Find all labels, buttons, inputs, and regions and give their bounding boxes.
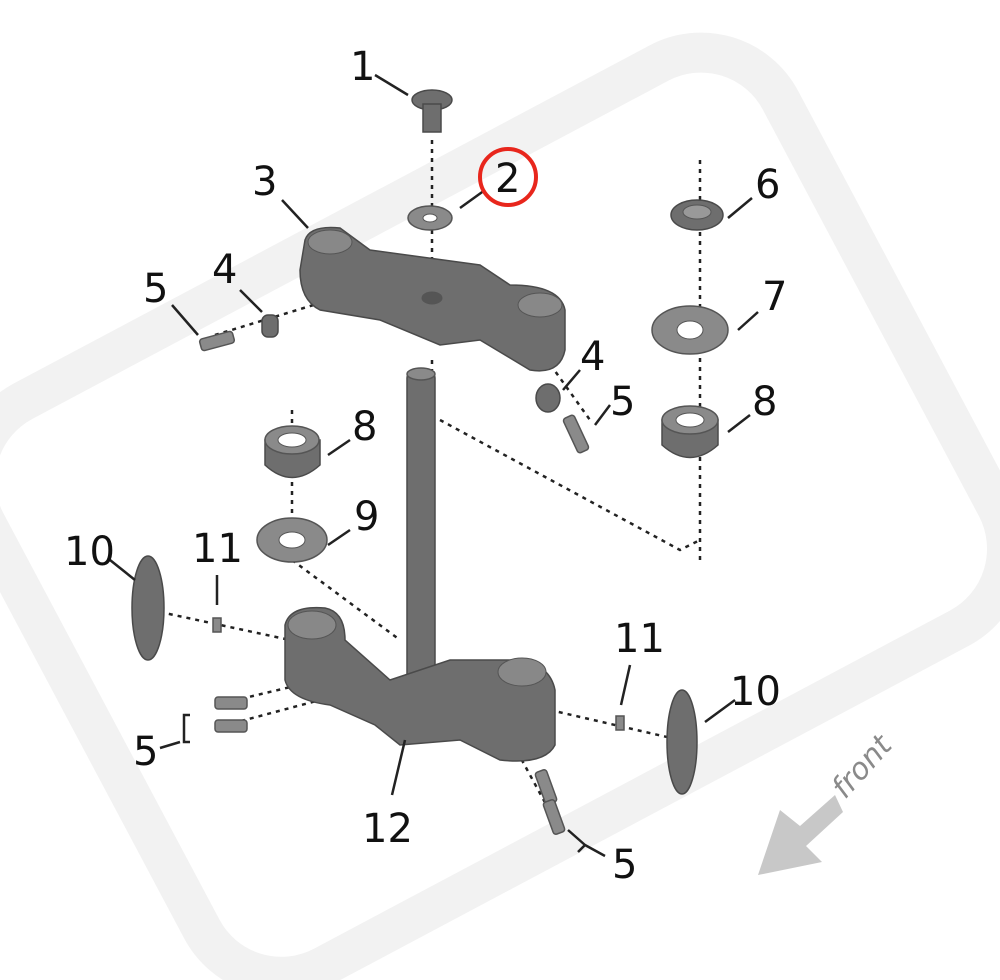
label-part-5-right[interactable]: 5 — [610, 379, 635, 425]
label-part-9[interactable]: 9 — [354, 494, 379, 540]
assembly-guide-lines — [159, 140, 702, 831]
part-3-upper-triple-clamp[interactable] — [299, 226, 566, 372]
label-part-3[interactable]: 3 — [252, 159, 277, 205]
label-part-6[interactable]: 6 — [755, 162, 780, 208]
part-11-washer-right[interactable] — [615, 715, 625, 731]
label-part-5-left[interactable]: 5 — [143, 266, 168, 312]
label-part-8-right[interactable]: 8 — [752, 379, 777, 425]
part-9-seal[interactable] — [256, 517, 328, 563]
part-5-bolts-lower-left[interactable] — [214, 696, 248, 733]
label-part-7[interactable]: 7 — [762, 274, 787, 320]
label-part-12[interactable]: 12 — [362, 806, 413, 852]
front-label: front — [825, 727, 900, 805]
part-5-bolt-right[interactable] — [562, 414, 590, 454]
label-part-2[interactable]: 2 — [495, 156, 520, 202]
label-part-11-left[interactable]: 11 — [192, 526, 243, 572]
front-direction-indicator: front — [758, 727, 900, 875]
callout-labels: 1 2 3 4 5 6 7 4 5 8 8 9 10 11 11 10 5 12… — [64, 44, 787, 888]
part-stem[interactable] — [406, 367, 436, 683]
part-8-bearing-upper[interactable] — [661, 405, 719, 459]
part-5-bolt-left[interactable] — [198, 330, 236, 352]
part-4-clamp-nut-left[interactable] — [261, 314, 279, 338]
part-10-fork-cap-right[interactable] — [666, 689, 698, 795]
leader-lines — [109, 73, 759, 858]
arrow-down-left-icon — [758, 795, 843, 875]
part-1-bolt[interactable] — [411, 89, 453, 133]
part-7-dust-seal[interactable] — [651, 305, 729, 355]
label-part-8-left[interactable]: 8 — [352, 404, 377, 450]
label-part-4-right[interactable]: 4 — [580, 334, 605, 380]
part-10-fork-cap-left[interactable] — [131, 555, 165, 661]
part-2-washer[interactable] — [407, 205, 453, 231]
part-4-clamp-nut-right[interactable] — [535, 383, 561, 413]
label-part-5-lower-right[interactable]: 5 — [612, 842, 637, 888]
label-part-10-left[interactable]: 10 — [64, 529, 115, 575]
part-8-bearing-lower[interactable] — [264, 425, 321, 479]
label-part-10-right[interactable]: 10 — [730, 669, 781, 715]
label-part-11-right[interactable]: 11 — [614, 616, 665, 662]
label-part-1[interactable]: 1 — [350, 44, 375, 90]
part-5-bolts-lower-right[interactable] — [534, 769, 566, 835]
part-12-lower-triple-clamp[interactable] — [284, 606, 556, 762]
label-part-5-lower-left[interactable]: 5 — [133, 729, 158, 775]
highlight-circle — [478, 147, 538, 207]
label-part-4-left[interactable]: 4 — [212, 247, 237, 293]
part-11-washer-left[interactable] — [212, 617, 222, 633]
part-6-steering-nut[interactable] — [670, 199, 724, 231]
